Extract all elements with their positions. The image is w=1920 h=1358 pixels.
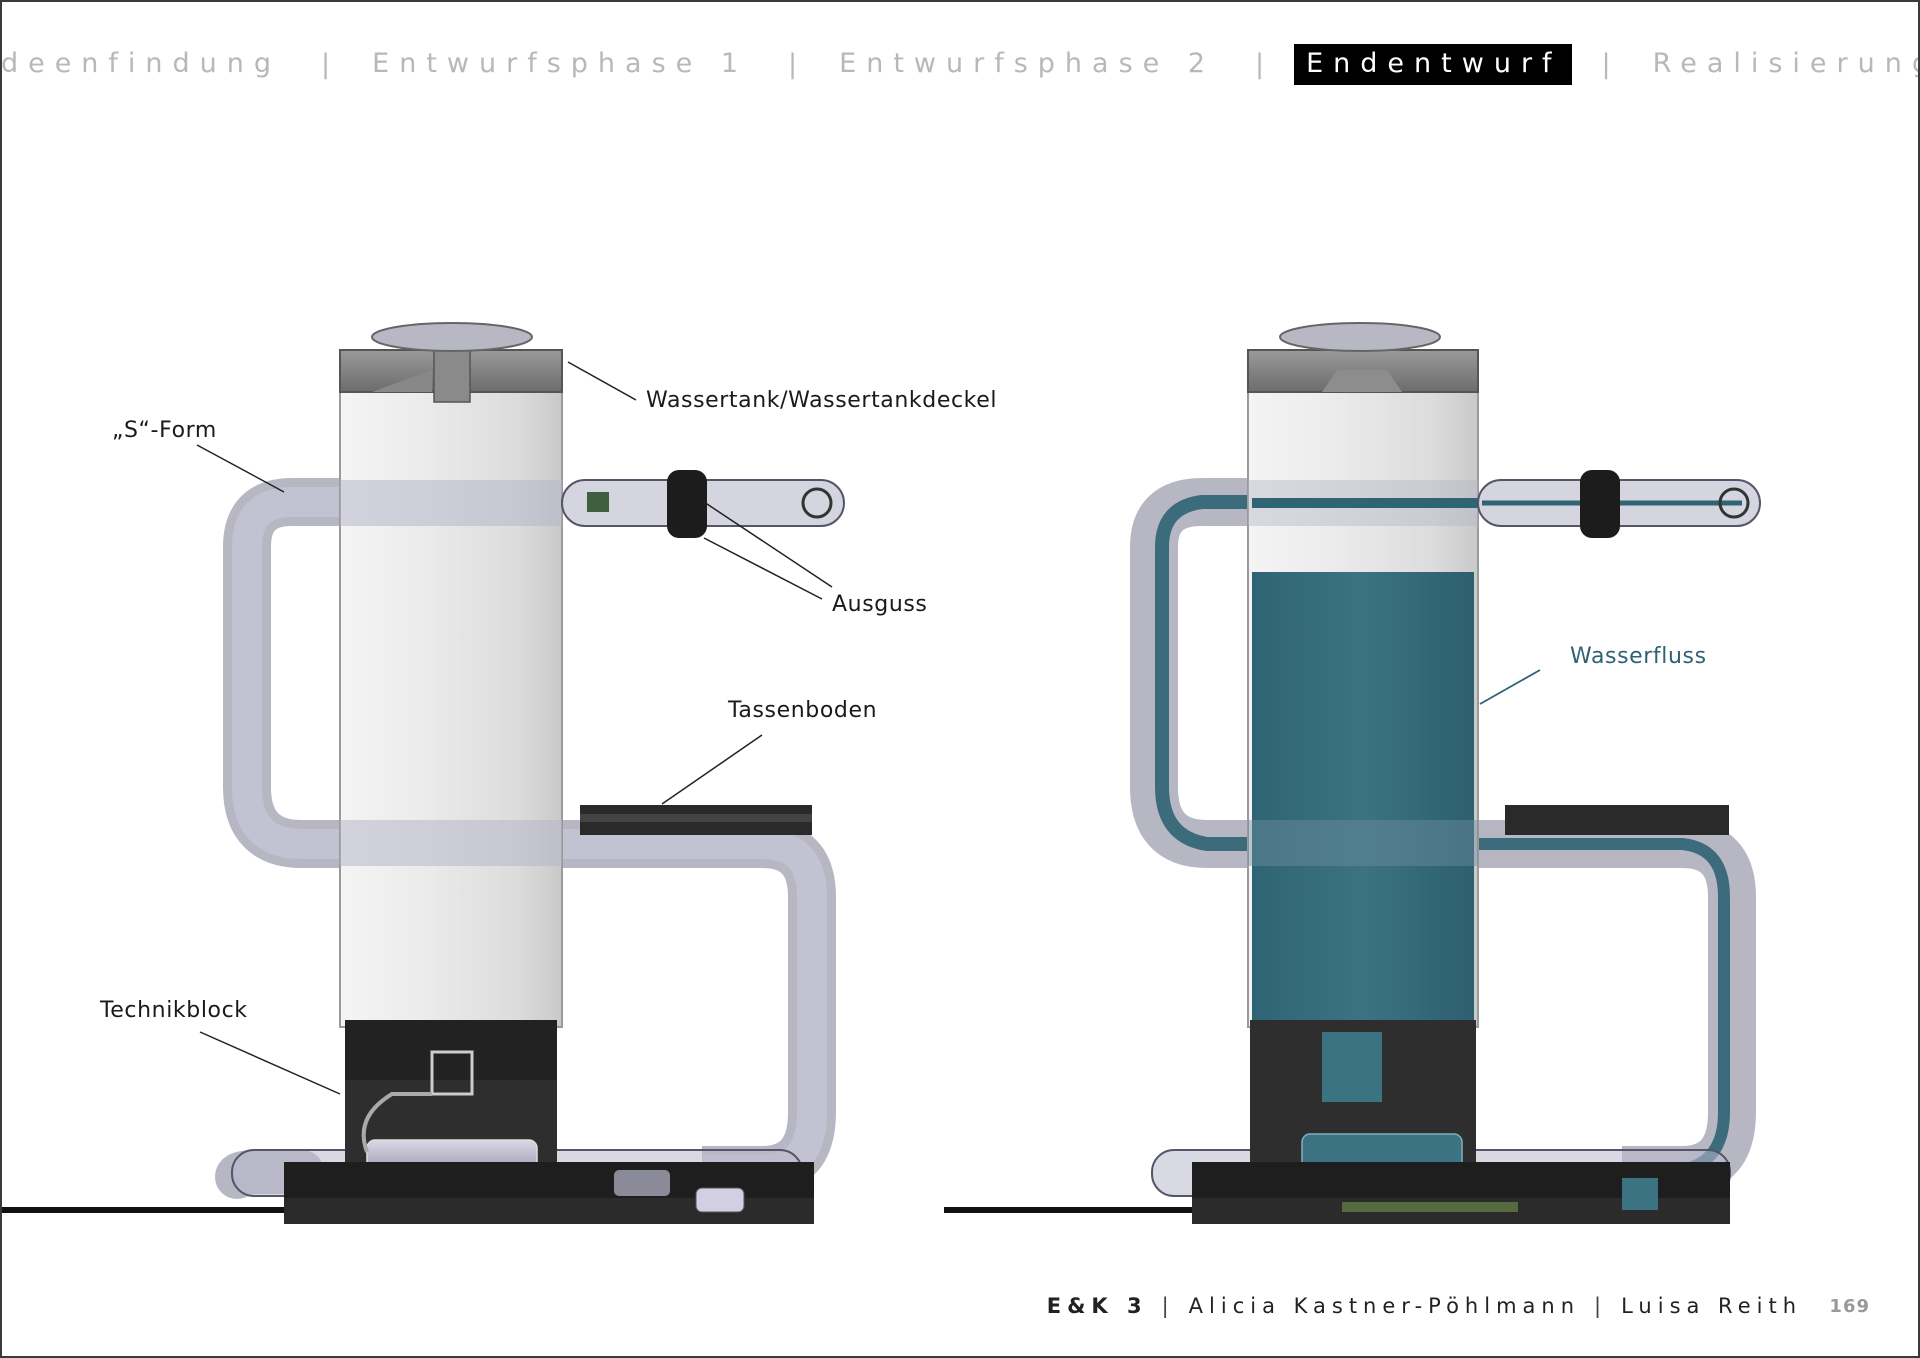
- spout-valve-right: [1580, 470, 1620, 538]
- footer-credits: E&K 3 | Alicia Kastner-Pöhlmann | Luisa …: [1047, 1294, 1802, 1318]
- label-tassenboden: Tassenboden: [728, 698, 878, 723]
- water-flow-lower: [1478, 838, 1730, 1176]
- footer-separator: |: [1594, 1294, 1608, 1318]
- label-wasserfluss: Wasserfluss: [1570, 644, 1707, 669]
- leader-s-form: [196, 444, 285, 493]
- phase-ideenfindung[interactable]: Ideenfindung: [0, 47, 282, 79]
- tank-band-upper: [340, 480, 562, 526]
- phase-separator: |: [1255, 48, 1265, 80]
- phase-separator: |: [321, 48, 331, 80]
- label-technikblock: Technikblock: [100, 998, 248, 1023]
- device-left: [215, 322, 845, 1224]
- phase-entwurfsphase-2[interactable]: Entwurfsphase 2: [839, 47, 1216, 79]
- footer-separator: |: [1161, 1294, 1175, 1318]
- s-form-tube-lower-right-inner: [562, 829, 827, 1185]
- label-wassertank: Wassertank/Wassertankdeckel: [646, 388, 998, 413]
- label-ausguss: Ausguss: [832, 592, 928, 617]
- page-number: 169: [1829, 1296, 1870, 1317]
- leader-technikblock: [199, 1031, 341, 1095]
- phase-realisierung[interactable]: Realisierung: [1652, 47, 1920, 79]
- lid-funnel: [371, 322, 533, 352]
- leader-tassenboden: [661, 734, 763, 805]
- technik-block-top: [345, 1020, 557, 1080]
- s-form-tube-lower-right: [562, 820, 836, 1194]
- water-flow-handle: [1155, 495, 1250, 851]
- footer-author-2: Luisa Reith: [1621, 1294, 1802, 1318]
- phase-navigation: Ideenfindung | Entwurfsphase 1 | Entwurf…: [2, 42, 1918, 86]
- leader-wasserfluss: [1479, 669, 1541, 705]
- phase-entwurfsphase-1[interactable]: Entwurfsphase 1: [372, 47, 749, 79]
- water-fill: [1252, 572, 1474, 1027]
- phase-separator: |: [1601, 48, 1611, 80]
- footer-author-1: Alicia Kastner-Pöhlmann: [1188, 1294, 1581, 1318]
- leader-ausguss-2: [703, 537, 823, 600]
- cup-base-right: [1505, 805, 1729, 835]
- device-right: [1130, 322, 1761, 1224]
- phase-endentwurf-active[interactable]: Endentwurf: [1294, 43, 1572, 85]
- leader-wassertank: [567, 361, 637, 401]
- s-form-tube-upper-left-inner: [232, 487, 342, 859]
- leader-ausguss-1: [703, 501, 833, 588]
- label-s-form: „S“-Form: [112, 418, 217, 443]
- footer-brand: E&K 3: [1046, 1294, 1148, 1318]
- phase-separator: |: [788, 48, 798, 80]
- spout-valve: [667, 470, 707, 538]
- tank-band-lower: [340, 820, 562, 866]
